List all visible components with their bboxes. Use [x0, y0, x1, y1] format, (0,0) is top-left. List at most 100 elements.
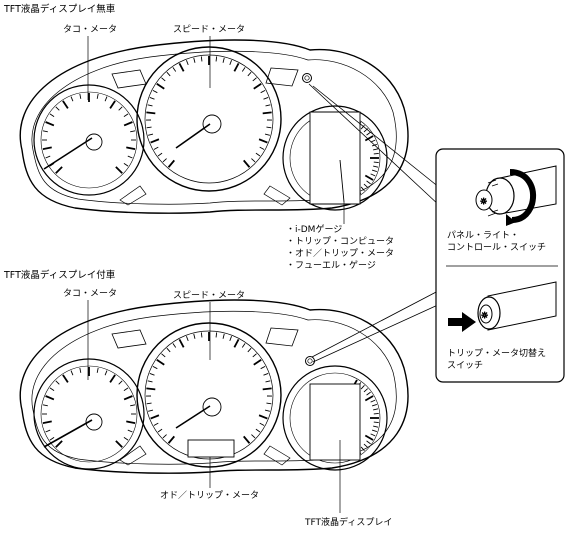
tick-mark: [262, 387, 272, 391]
tick-mark: [162, 434, 167, 439]
tick-mark: [55, 440, 63, 448]
tick-mark: [156, 83, 165, 90]
tick-mark: [161, 353, 166, 358]
tick-mark: [153, 146, 159, 150]
tick-mark: [186, 336, 189, 342]
tick-mark: [251, 434, 256, 439]
speedo-ticks: [146, 56, 272, 168]
odo-trip-display: [187, 439, 235, 458]
panel-light-label-2: コントロール・スイッチ: [447, 242, 546, 253]
bottom-speedo-label: スピード・メータ: [173, 290, 245, 301]
tft-display: [309, 383, 361, 461]
switch-callout-box: ☼ パネル・ライト・ コントロール・スイッチ ☼ トリップ・メータ切替え スイッ…: [435, 148, 565, 383]
tick-mark: [229, 336, 232, 342]
trip-switch-icon: ☼: [448, 281, 557, 332]
tick-mark: [373, 408, 379, 411]
tick-mark: [62, 100, 69, 109]
trip-switch-label-1: トリップ・メータ切替え: [447, 347, 546, 359]
tick-mark: [126, 146, 136, 151]
tick-mark: [152, 89, 158, 94]
tick-mark: [360, 186, 365, 191]
panel-light-knob-icon: ☼: [475, 165, 557, 226]
tacho-ticks: [42, 367, 136, 448]
tick-mark: [373, 425, 379, 428]
top-speedo-label: スピード・メータ: [173, 24, 245, 35]
tick-mark: [55, 106, 60, 111]
bottom-cluster: [19, 299, 409, 513]
tick-mark: [146, 111, 156, 115]
tick-mark: [258, 138, 268, 144]
tick-mark: [222, 333, 225, 339]
tick-mark: [118, 106, 123, 111]
tick-mark: [363, 388, 368, 393]
tick-mark: [200, 56, 203, 62]
tick-mark: [186, 60, 189, 66]
tick-mark: [241, 343, 246, 348]
tick-mark: [264, 409, 270, 412]
tick-mark: [149, 373, 155, 376]
tick-mark: [123, 121, 133, 127]
tick-mark: [363, 443, 368, 448]
top-display-list: ・i-DMゲージ ・トリップ・コンピュータ ・オド／トリップ・メータ ・フューエ…: [286, 223, 394, 271]
tick-mark: [130, 130, 136, 133]
tick-mark: [70, 370, 74, 376]
tick-mark: [364, 434, 374, 441]
tick-mark: [152, 365, 158, 370]
tick-mark: [150, 414, 160, 420]
list-item-idm: ・i-DMゲージ: [286, 223, 342, 235]
tick-mark: [360, 125, 365, 130]
tick-mark: [166, 347, 171, 353]
top-cluster: [19, 36, 409, 214]
tick-mark: [260, 365, 266, 370]
tick-mark: [259, 422, 265, 426]
tick-mark: [123, 436, 129, 441]
tick-mark: [45, 429, 51, 433]
tick-mark: [45, 395, 55, 401]
tick-mark: [360, 385, 365, 390]
tick-mark: [126, 420, 136, 425]
tick-mark: [263, 373, 269, 376]
tick-mark: [247, 71, 252, 77]
tick-mark: [130, 404, 136, 407]
tick-mark: [109, 100, 116, 109]
tick-mark: [364, 174, 374, 181]
tick-mark: [161, 77, 166, 82]
tick-mark: [127, 155, 133, 159]
tick-mark: [162, 158, 167, 163]
list-item-fuel-gauge: ・フューエル・ゲージ: [286, 259, 376, 271]
tick-mark: [146, 387, 156, 391]
tick-mark: [42, 146, 52, 151]
tick-mark: [62, 374, 69, 383]
tick-mark: [115, 166, 123, 174]
tick-mark: [255, 428, 261, 433]
tick-mark: [156, 359, 165, 366]
tick-mark: [259, 146, 265, 150]
tick-mark: [70, 96, 74, 102]
tick-mark: [146, 402, 152, 405]
tick-mark: [96, 367, 99, 373]
svg-text:☼: ☼: [481, 311, 488, 320]
trip-switch-label-2: スイッチ: [447, 360, 483, 371]
list-item-trip-computer: ・トリップ・コンピュータ: [286, 236, 394, 247]
tick-mark: [127, 429, 133, 433]
tick-mark: [118, 380, 123, 385]
tacho-ticks: [42, 93, 136, 174]
speedo-ticks: [146, 332, 272, 444]
tick-mark: [264, 133, 270, 136]
tick-mark: [243, 435, 251, 444]
svg-text:☼: ☼: [480, 197, 487, 206]
tick-mark: [253, 83, 262, 90]
tick-mark: [167, 159, 175, 168]
tick-mark: [167, 435, 175, 444]
tick-mark: [366, 131, 371, 136]
panel-light-label-1: パネル・ライト・: [447, 230, 519, 241]
tick-mark: [148, 133, 154, 136]
tick-mark: [166, 71, 171, 77]
list-item-odo-trip: ・オド／トリップ・メータ: [286, 248, 394, 259]
tick-mark: [233, 338, 240, 348]
tick-mark: [373, 412, 379, 415]
tick-mark: [364, 395, 374, 402]
tick-mark: [172, 67, 177, 72]
tick-mark: [115, 440, 123, 448]
